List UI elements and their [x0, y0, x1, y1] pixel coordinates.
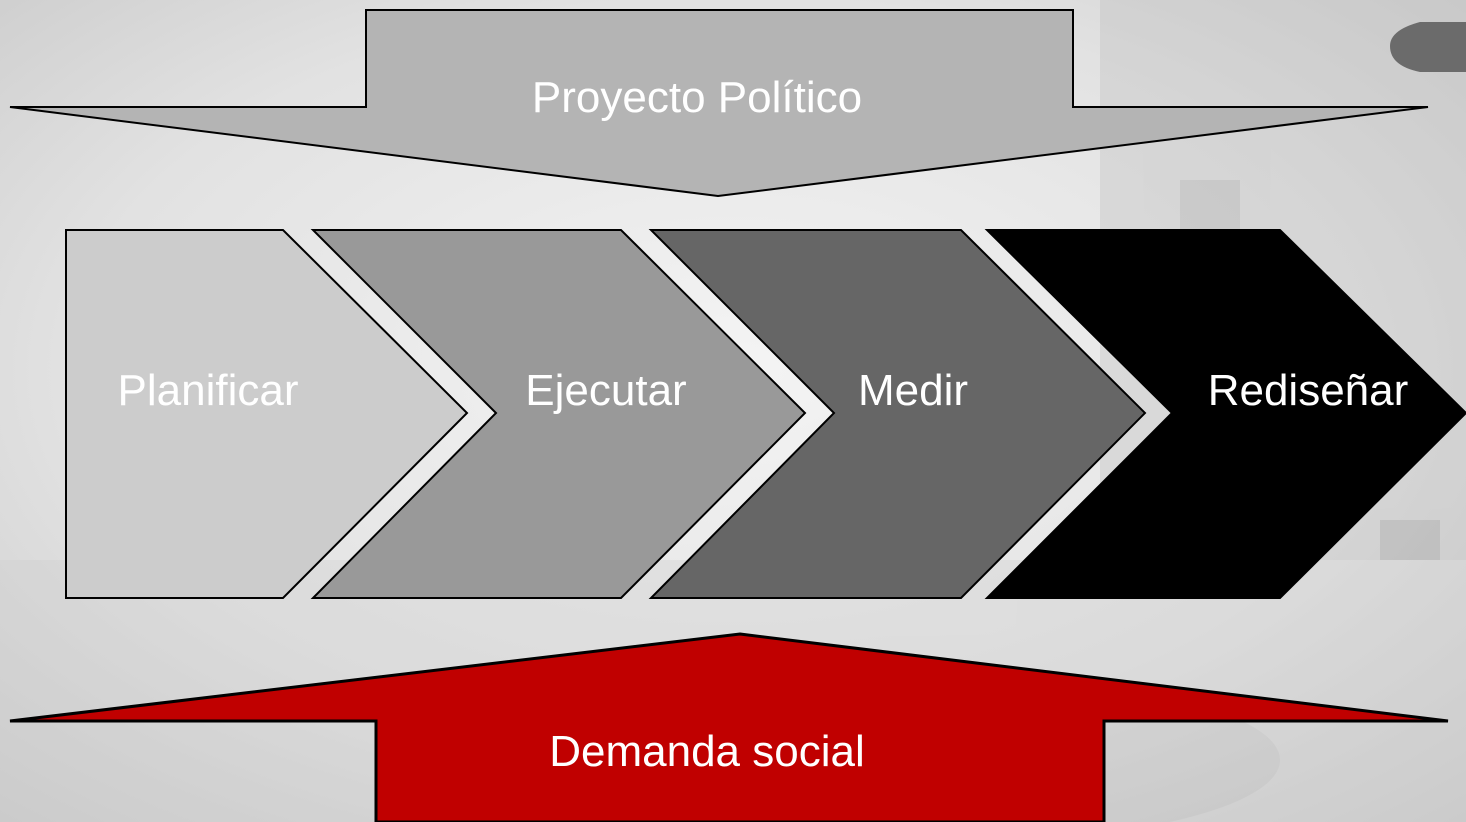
step-ejecutar	[310, 229, 807, 599]
step-label-redisenar: Rediseñar	[1208, 366, 1409, 415]
top-arrow-label: Proyecto Político	[532, 73, 862, 122]
step-redisenar	[984, 229, 1466, 599]
step-label-planificar: Planificar	[118, 366, 299, 415]
bottom-arrow-label: Demanda social	[549, 727, 865, 776]
top-arrow	[9, 9, 1429, 198]
step-label-medir: Medir	[858, 366, 968, 415]
step-planificar	[65, 229, 469, 599]
bottom-arrow	[9, 632, 1449, 822]
step-medir	[648, 229, 1147, 599]
step-label-ejecutar: Ejecutar	[525, 366, 686, 415]
corner-tab	[1390, 22, 1466, 72]
